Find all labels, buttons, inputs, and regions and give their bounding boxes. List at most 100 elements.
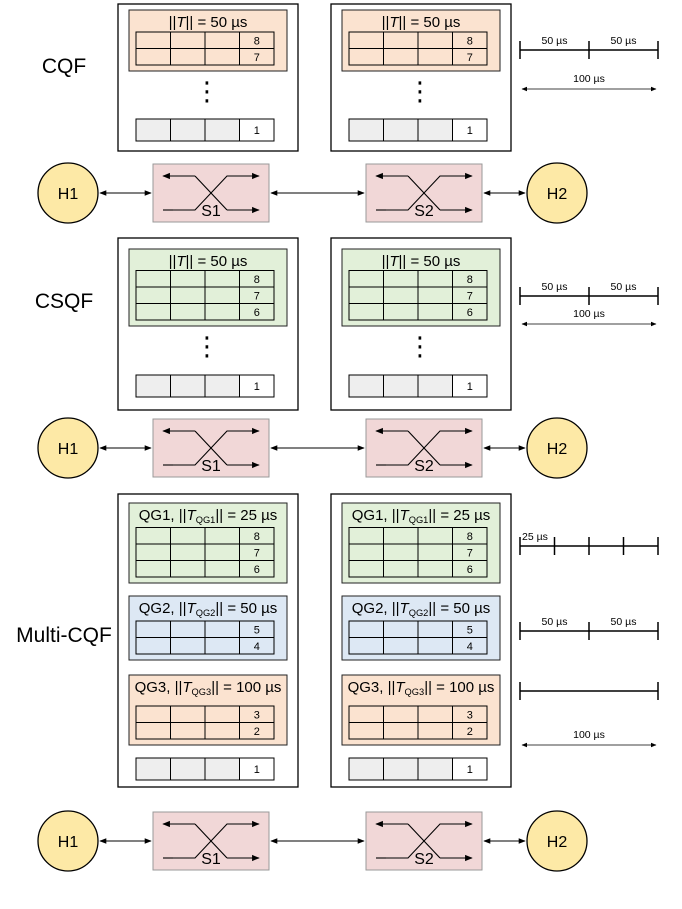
host-icon xyxy=(526,162,588,224)
queue-number: 7 xyxy=(467,291,473,303)
queue-cell xyxy=(452,374,488,398)
ellipsis: ⋮ xyxy=(194,331,220,361)
queue-number: 7 xyxy=(467,52,473,64)
queue-number: 8 xyxy=(467,274,473,286)
queue-cell xyxy=(348,118,384,142)
queue-number: 7 xyxy=(467,548,473,560)
queue-cell xyxy=(239,48,275,66)
queue-number: 8 xyxy=(467,531,473,543)
switch-label: S2 xyxy=(414,203,434,220)
queue-cell xyxy=(170,118,206,142)
switch-arrow xyxy=(194,175,228,211)
queue-number: 4 xyxy=(254,641,260,653)
timeline-span: 100 µs xyxy=(521,729,657,748)
queue-group-box xyxy=(128,674,288,746)
queue-cell xyxy=(383,374,419,398)
queue-number: 2 xyxy=(467,726,473,738)
timeline-label: 100 µs xyxy=(573,73,605,85)
section-label: CQF xyxy=(42,55,86,78)
queue-cell xyxy=(452,722,488,740)
timeline-label: 50 µs xyxy=(542,281,568,293)
host-label: H1 xyxy=(58,441,79,458)
switch-icon: S1 xyxy=(152,418,270,478)
queue-cell xyxy=(239,560,275,578)
queue-cell xyxy=(204,374,240,398)
queue-group-box xyxy=(128,9,288,72)
queue-cell xyxy=(452,303,488,321)
queue-cell xyxy=(383,757,419,781)
timeline-quarters: 25 µs xyxy=(519,531,659,555)
host-label: H2 xyxy=(547,186,568,203)
queue-number: 7 xyxy=(254,548,260,560)
queue-number: 2 xyxy=(254,726,260,738)
queue-cell xyxy=(452,757,488,781)
queue-group-label: ||T|| = 50 µs xyxy=(169,14,248,31)
switch-arrow xyxy=(407,823,441,859)
host-icon xyxy=(526,417,588,479)
queue-cell xyxy=(383,118,419,142)
host-icon xyxy=(37,417,99,479)
host-label: H1 xyxy=(58,186,79,203)
switch-arrow xyxy=(407,175,441,211)
queue-group: QG3, ||TQG3|| = 100 µs 3 2 xyxy=(128,674,288,746)
queue-group-label: QG1, ||TQG1|| = 25 µs xyxy=(352,507,491,525)
queue-cell xyxy=(239,374,275,398)
queue-cell xyxy=(239,118,275,142)
host-label: H2 xyxy=(547,441,568,458)
queue-number: 8 xyxy=(254,531,260,543)
queue-cell xyxy=(170,374,206,398)
queue-cell xyxy=(348,757,384,781)
queue-group-box xyxy=(341,595,501,661)
switch-icon: S2 xyxy=(365,811,483,871)
queue-group-label: QG3, ||TQG3|| = 100 µs xyxy=(135,679,282,697)
switch-icon: S1 xyxy=(152,163,270,223)
queue-cell xyxy=(239,303,275,321)
switch-icon: S1 xyxy=(152,811,270,871)
queue-group-label: QG2, ||TQG2|| = 50 µs xyxy=(352,600,491,618)
switch-icon: S2 xyxy=(365,418,483,478)
queue-group-label: ||T|| = 50 µs xyxy=(169,253,248,270)
queue-group-box xyxy=(128,502,288,584)
queue-group-box xyxy=(341,674,501,746)
timeline-label: 50 µs xyxy=(542,616,568,628)
queue-number: 4 xyxy=(467,641,473,653)
queue-cell xyxy=(135,757,171,781)
queue-number: 1 xyxy=(467,125,473,137)
queue-group-box xyxy=(341,502,501,584)
queue-group-label: ||T|| = 50 µs xyxy=(382,14,461,31)
queue-group-label: QG1, ||TQG1|| = 25 µs xyxy=(139,507,278,525)
ellipsis: ⋮ xyxy=(194,76,220,106)
queue-cell xyxy=(239,637,275,655)
queue-number: 3 xyxy=(254,710,260,722)
switch-arrow xyxy=(194,823,228,859)
timeline-label: 100 µs xyxy=(573,308,605,320)
timeline-label: 50 µs xyxy=(611,281,637,293)
queue-number: 1 xyxy=(254,764,260,776)
queue-number: 7 xyxy=(254,52,260,64)
timeline-bar xyxy=(519,682,659,700)
queue-cell xyxy=(135,374,171,398)
switch-arrow xyxy=(407,430,441,466)
queue-number: 6 xyxy=(254,307,260,319)
host-icon xyxy=(37,162,99,224)
queue-number: 1 xyxy=(254,125,260,137)
switch-label: S1 xyxy=(201,458,221,475)
ellipsis: ⋮ xyxy=(407,331,433,361)
queue-group-label: QG3, ||TQG3|| = 100 µs xyxy=(348,679,495,697)
queue-number: 1 xyxy=(254,381,260,393)
queue-cell xyxy=(452,118,488,142)
